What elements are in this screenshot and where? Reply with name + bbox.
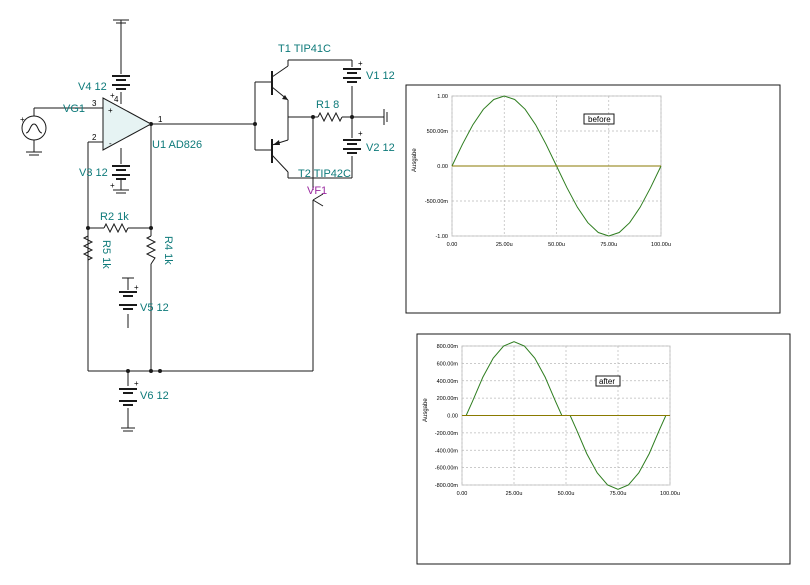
chart-before-y-tick-label: -500.00m — [425, 199, 449, 205]
pin-3-label: 3 — [92, 99, 97, 108]
chart-after-annotation-box — [595, 375, 621, 387]
pin-1-label: 1 — [158, 115, 163, 124]
chart-before-x-tick-label: 25.00u — [496, 242, 513, 248]
vg1-label: VG1 — [63, 103, 85, 115]
battery-v2[interactable] — [343, 139, 361, 154]
v2-plus-sign: + — [358, 129, 363, 138]
junction-dots — [86, 115, 354, 373]
v5-label: V5 12 — [140, 302, 169, 314]
battery-v4[interactable] — [112, 75, 130, 90]
r2-label: R2 1k — [100, 211, 129, 223]
voltage-probe-vf1[interactable] — [312, 193, 324, 207]
chart-after-y-tick-label: -400.00m — [435, 448, 459, 454]
chart-after-x-tick-label: 100.00u — [660, 491, 680, 497]
signal-source-vg1[interactable] — [21, 115, 47, 141]
v1-label: V1 12 — [366, 70, 395, 82]
chart-after-x-tick-label: 25.00u — [506, 491, 523, 497]
resistor-r4[interactable] — [145, 235, 157, 265]
chart-before-y-tick-label: 0.00 — [437, 164, 448, 170]
transistor-t1[interactable] — [255, 65, 289, 101]
chart-before-y-tick-label: -1.00 — [435, 234, 448, 240]
v4-label: V4 12 — [78, 81, 107, 93]
v2-label: V2 12 — [366, 142, 395, 154]
chart-after: Ausgabe 800.00m 600.00m 400.00m 200.00m 0.00… — [416, 333, 791, 565]
schematic-wires — [26, 19, 388, 432]
chart-before-annotation-box — [583, 113, 615, 125]
chart-after-y-tick-label: 600.00m — [437, 361, 459, 367]
battery-v1[interactable] — [343, 68, 361, 83]
battery-v5[interactable] — [119, 291, 137, 310]
t2-label: T2 TIP42C — [298, 168, 351, 180]
r1-label: R1 8 — [316, 99, 339, 111]
vf1-label: VF1 — [307, 185, 327, 197]
chart-after-y-tick-label: -200.00m — [435, 431, 459, 437]
chart-before-x-tick-label: 50.00u — [548, 242, 565, 248]
chart-after-y-tick-label: 800.00m — [437, 344, 459, 350]
vg1-plus-sign: + — [20, 115, 25, 124]
battery-v6[interactable] — [119, 388, 137, 406]
r4-label: R4 1k — [162, 236, 174, 265]
v4-plus-sign: + — [110, 91, 115, 100]
chart-before: Ausgabe 1.00 500.00m 0.00 -500.00m -1.00 0.0… — [405, 84, 781, 314]
t1-label: T1 TIP41C — [278, 43, 331, 55]
chart-before-annotation-text: before — [588, 115, 611, 124]
chart-after-annotation-text: after — [599, 377, 615, 386]
chart-after-y-tick-label: -800.00m — [435, 483, 459, 489]
opamp-u1[interactable] — [102, 97, 153, 151]
chart-before-ylabel: Ausgabe — [412, 148, 418, 172]
chart-after-y-tick-label: 200.00m — [437, 396, 459, 402]
transistor-t2[interactable] — [255, 139, 289, 173]
chart-before-x-tick-label: 0.00 — [447, 242, 458, 248]
chart-before-annotation: before — [583, 113, 615, 125]
v1-plus-sign: + — [358, 59, 363, 68]
chart-after-y-tick-label: 400.00m — [437, 379, 459, 385]
chart-before-x-tick-label: 100.00u — [651, 242, 671, 248]
resistor-r5[interactable] — [82, 235, 94, 261]
resistor-r2[interactable] — [103, 222, 129, 234]
pin-4-label: 4 — [114, 95, 119, 104]
v3-label: V3 12 — [79, 167, 108, 179]
v3-plus-sign: + — [110, 181, 115, 190]
chart-after-y-tick-label: 0.00 — [447, 414, 458, 420]
v5-plus-sign: + — [134, 283, 139, 292]
chart-before-y-tick-label: 1.00 — [437, 94, 448, 100]
v6-label: V6 12 — [140, 390, 169, 402]
chart-before-x-tick-label: 75.00u — [600, 242, 617, 248]
opamp-plus-sign: + — [108, 106, 113, 115]
chart-before-y-tick-label: 500.00m — [427, 129, 449, 135]
u1-label: U1 AD826 — [152, 139, 202, 151]
battery-v3[interactable] — [112, 165, 130, 180]
v6-plus-sign: + — [134, 379, 139, 388]
resistor-r1[interactable] — [317, 111, 343, 123]
chart-after-x-tick-label: 50.00u — [558, 491, 575, 497]
r5-label: R5 1k — [100, 240, 112, 269]
chart-after-y-tick-label: -600.00m — [435, 466, 459, 472]
opamp-minus-sign: - — [109, 139, 112, 148]
chart-after-x-tick-label: 0.00 — [457, 491, 468, 497]
pin-2-label: 2 — [92, 133, 97, 142]
chart-after-x-tick-label: 75.00u — [610, 491, 627, 497]
chart-after-annotation: after — [595, 375, 621, 387]
chart-after-ylabel: Ausgabe — [423, 398, 429, 422]
